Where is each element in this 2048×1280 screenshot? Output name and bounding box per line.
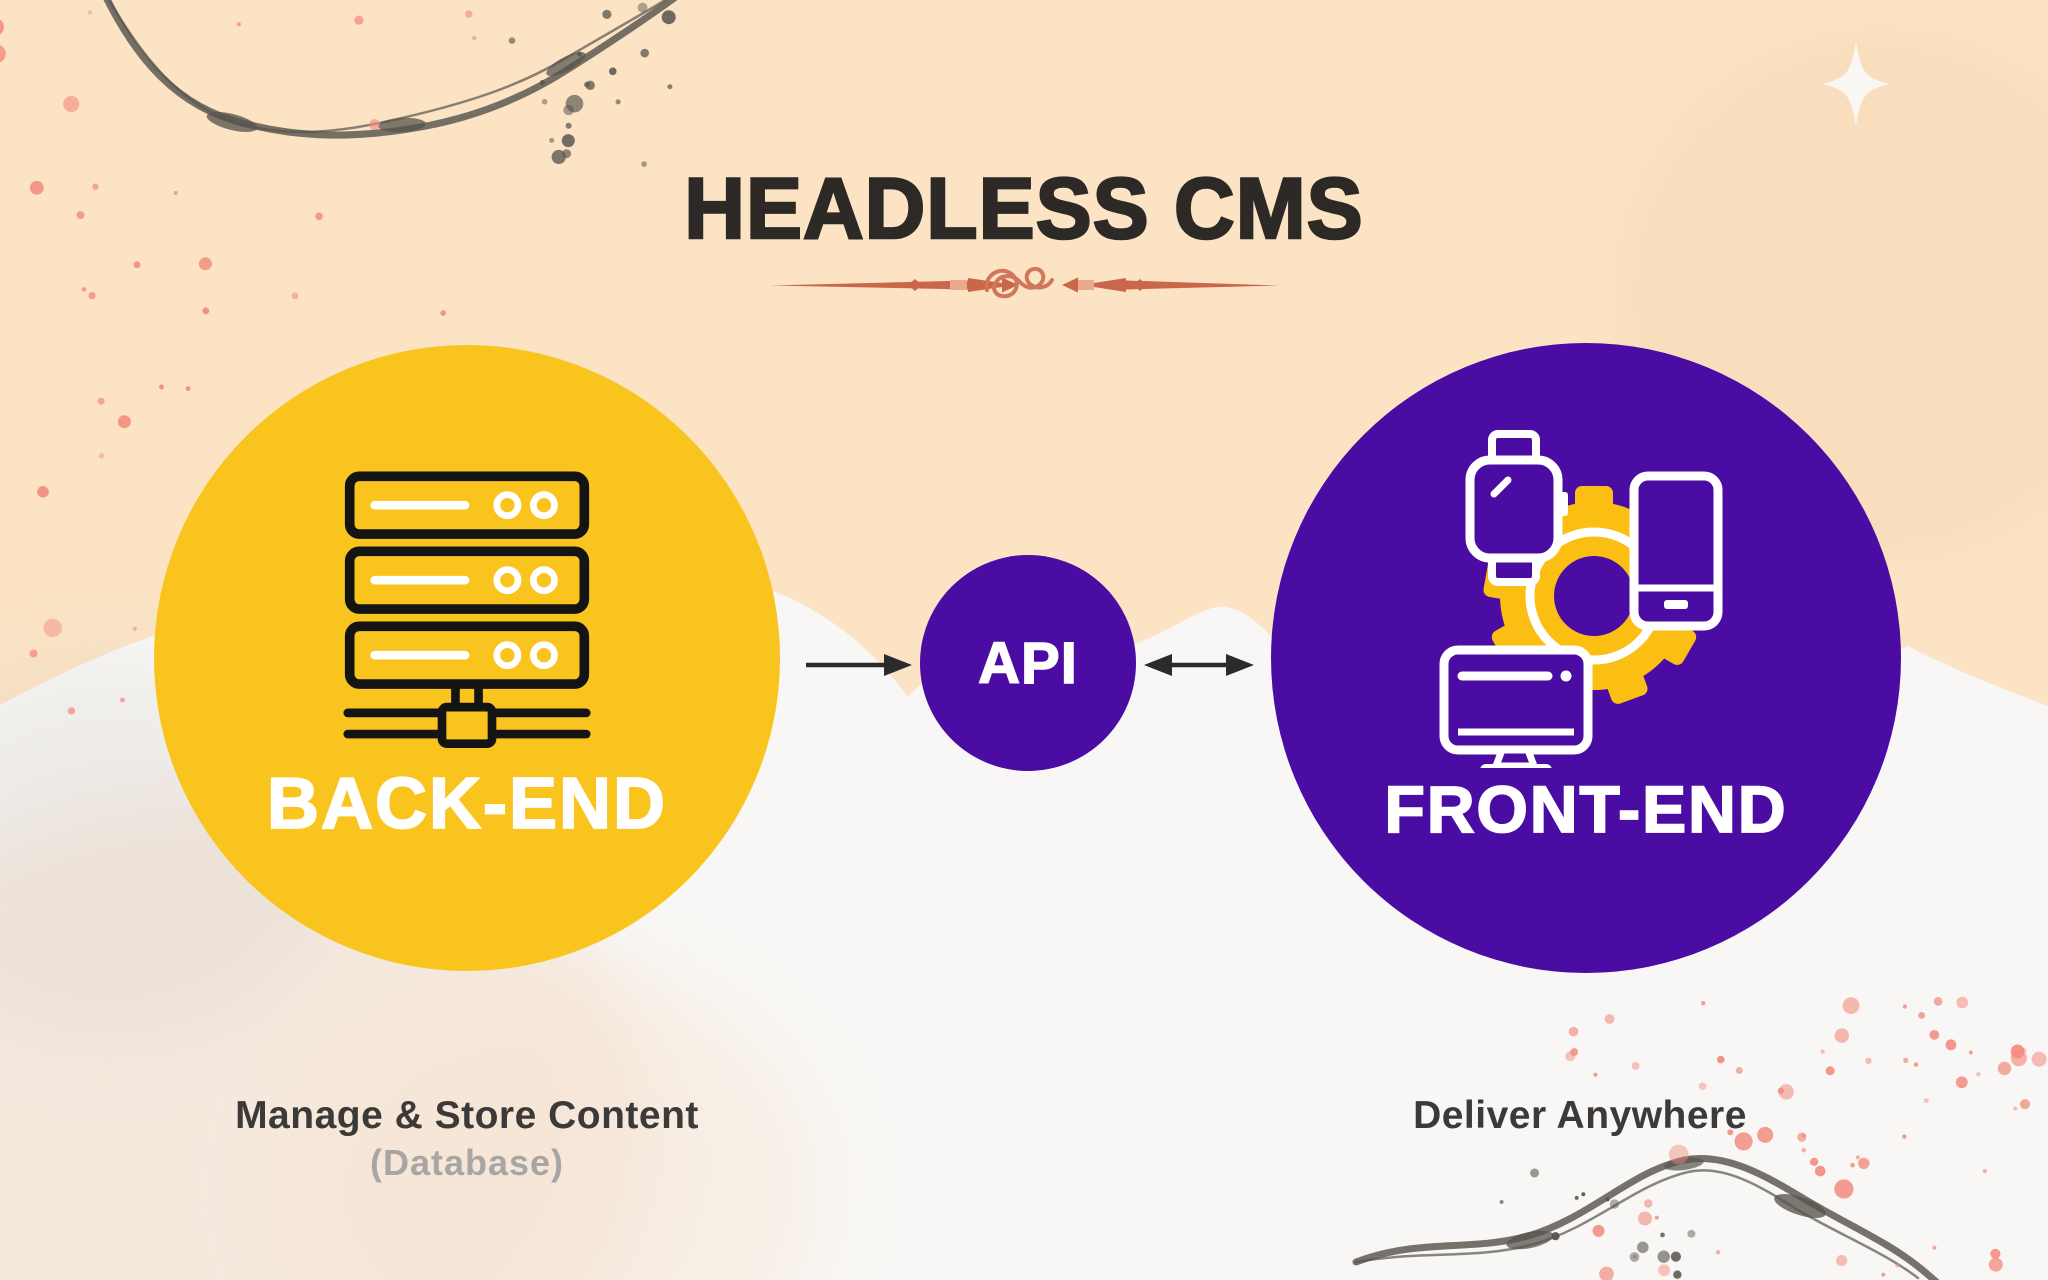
ink-swirl-bottom-right-icon: [1352, 1155, 1940, 1280]
devices-gear-icon: [1439, 430, 1723, 768]
frontend-label: FRONT-END: [1384, 771, 1788, 847]
sparkle-icon: [1822, 42, 1890, 126]
page-title: HEADLESS CMS: [683, 158, 1364, 257]
watercolor-wash-bottom-left-2: [260, 960, 820, 1280]
frontend-circle: FRONT-END: [1271, 343, 1901, 973]
server-stack-icon: [343, 471, 591, 748]
paint-splatter-bottom-right: [1565, 996, 2047, 1280]
smartwatch-icon: [1465, 430, 1568, 586]
ink-swirl-top-left-icon: [103, 0, 678, 139]
backend-circle: BACK-END: [154, 345, 780, 971]
backend-caption-sub: (Database): [369, 1142, 565, 1183]
monitor-icon: [1439, 645, 1593, 768]
title-divider: [770, 266, 1279, 299]
smartphone-icon: [1629, 471, 1723, 631]
backend-caption: Manage & Store Content: [235, 1094, 699, 1137]
api-label: API: [977, 630, 1078, 697]
ink-dots-top: [508, 2, 676, 168]
api-circle: API: [920, 555, 1136, 771]
backend-label: BACK-END: [266, 763, 667, 845]
frontend-caption: Deliver Anywhere: [1413, 1094, 1747, 1137]
ink-dots-bottom-right: [1499, 1168, 1696, 1279]
